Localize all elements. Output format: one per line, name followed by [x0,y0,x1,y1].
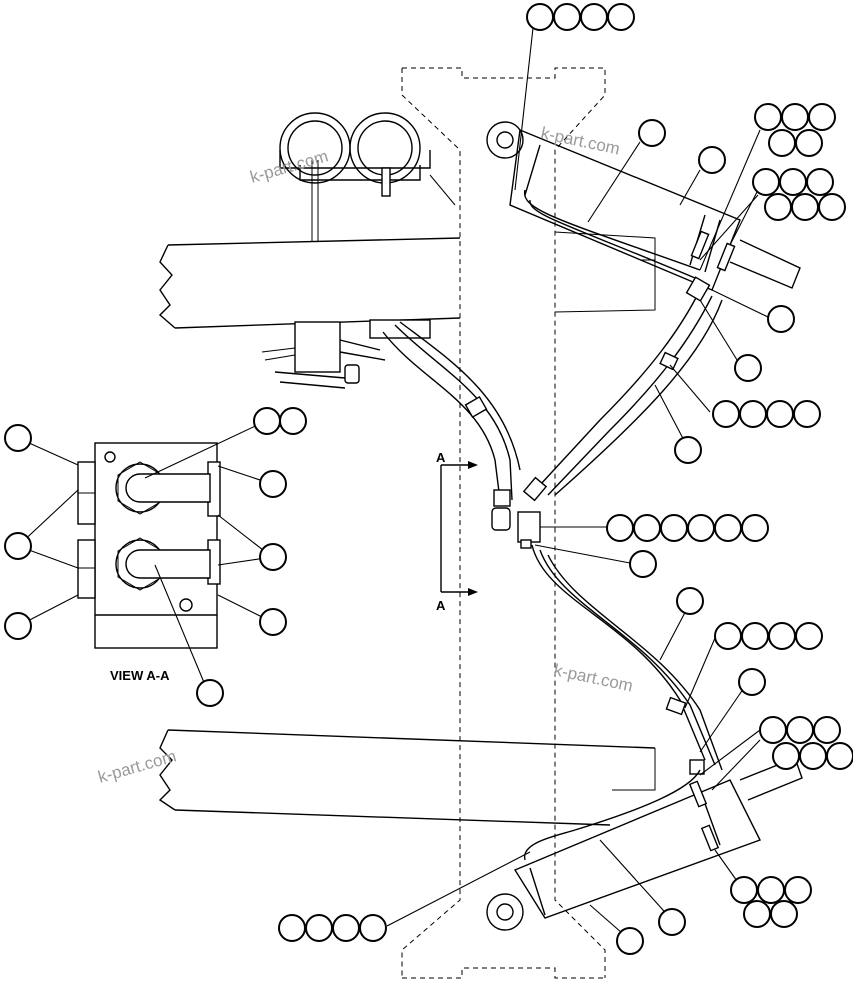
callout-bubble [279,407,307,435]
callout-bubble [714,622,742,650]
watermark: k-part.com [552,660,634,695]
callout-bubble [739,400,767,428]
callout-bubble [795,622,823,650]
callout-upper-cylinder-body [698,146,726,174]
upper-hose-routing [522,189,723,502]
callout-lower-cylinder-rod [658,908,686,936]
view-a-a-label: VIEW A-A [110,668,170,683]
callout-bubble [580,3,608,31]
callout-group-view-fitting-top [253,407,307,435]
callout-bubble [526,3,554,31]
callout-bubble [766,400,794,428]
watermark: k-part.com [96,746,178,786]
callout-group-top-center [526,3,635,31]
callout-bubble [305,914,333,942]
callout-bubble [730,876,758,904]
callout-bubble [818,193,846,221]
callout-bubble [332,914,360,942]
upper-mount-bracket [554,231,656,313]
lower-cylinder [486,757,803,931]
callout-bubble [714,514,742,542]
view-a-a-detail: VIEW A-A [77,442,221,683]
callout-bubble [759,716,787,744]
callout-upper-fitting [767,305,795,333]
watermark: k-part.com [539,123,621,158]
callout-view-right-bottom [259,608,287,636]
callout-lower-hose [676,587,704,615]
callout-bubble [278,914,306,942]
tee-fitting [517,511,541,549]
callout-group-tee-fitting [606,514,769,542]
callout-lower-hose-clamp [738,668,766,696]
left-hose-routing [382,321,521,531]
callout-bubble [808,103,836,131]
callout-bubble [754,103,782,131]
callout-view-left-mid [4,532,32,560]
callout-bubble [768,622,796,650]
callout-bubble [687,514,715,542]
callout-group-lower-left [278,914,387,942]
callout-group-lower-hose-bundle [714,622,823,650]
callout-bubble [791,193,819,221]
callout-group-upper-right-b [752,168,846,221]
callout-bubble [806,168,834,196]
callout-upper-hose [674,436,702,464]
section-marker-bottom: A [436,598,446,613]
callout-bubble [764,193,792,221]
callout-view-left-top [4,424,32,452]
callout-bubble [795,129,823,157]
callout-bubble [779,168,807,196]
center-frame [401,67,606,979]
callout-bubble [712,400,740,428]
callout-view-right-mid [259,543,287,571]
callout-group-upper-right-a [754,103,836,157]
lower-hose-routing [531,544,723,775]
callout-bubble [660,514,688,542]
callout-bubble [359,914,387,942]
callout-bubble [826,742,853,770]
callout-lower-cylinder-body [616,927,644,955]
callout-bubble [757,876,785,904]
callout-bubble [743,900,771,928]
callouts [4,3,853,955]
callout-bubble [813,716,841,744]
callout-group-lower-right-a [759,716,853,770]
section-marker-a-a: A A [436,450,478,613]
callout-group-lower-right-b [730,876,812,928]
callout-bubble [607,3,635,31]
callout-view-fitting-bottom [196,679,224,707]
callout-bubble [768,129,796,157]
callout-bubble [741,622,769,650]
callout-upper-hose-clamp [734,354,762,382]
callout-group-upper-hose-bundle [712,400,821,428]
callout-bubble [772,742,800,770]
callout-bubble [786,716,814,744]
upper-beam [158,237,461,329]
callout-upper-cylinder-rod [638,119,666,147]
callout-bubble [741,514,769,542]
callout-bubble [633,514,661,542]
hose-clamps [279,112,456,242]
valve-block [261,319,431,389]
lower-beam [158,729,656,826]
callout-bubble [770,900,798,928]
callout-bubble [752,168,780,196]
callout-bubble [553,3,581,31]
callout-view-right-top [259,470,287,498]
callout-bubble [781,103,809,131]
callout-bubble [784,876,812,904]
section-marker-top: A [436,450,446,465]
callout-tee-nut [629,550,657,578]
callout-bubble [606,514,634,542]
callout-bubble [793,400,821,428]
callout-view-left-bottom [4,612,32,640]
callout-bubble [799,742,827,770]
callout-bubble [253,407,281,435]
